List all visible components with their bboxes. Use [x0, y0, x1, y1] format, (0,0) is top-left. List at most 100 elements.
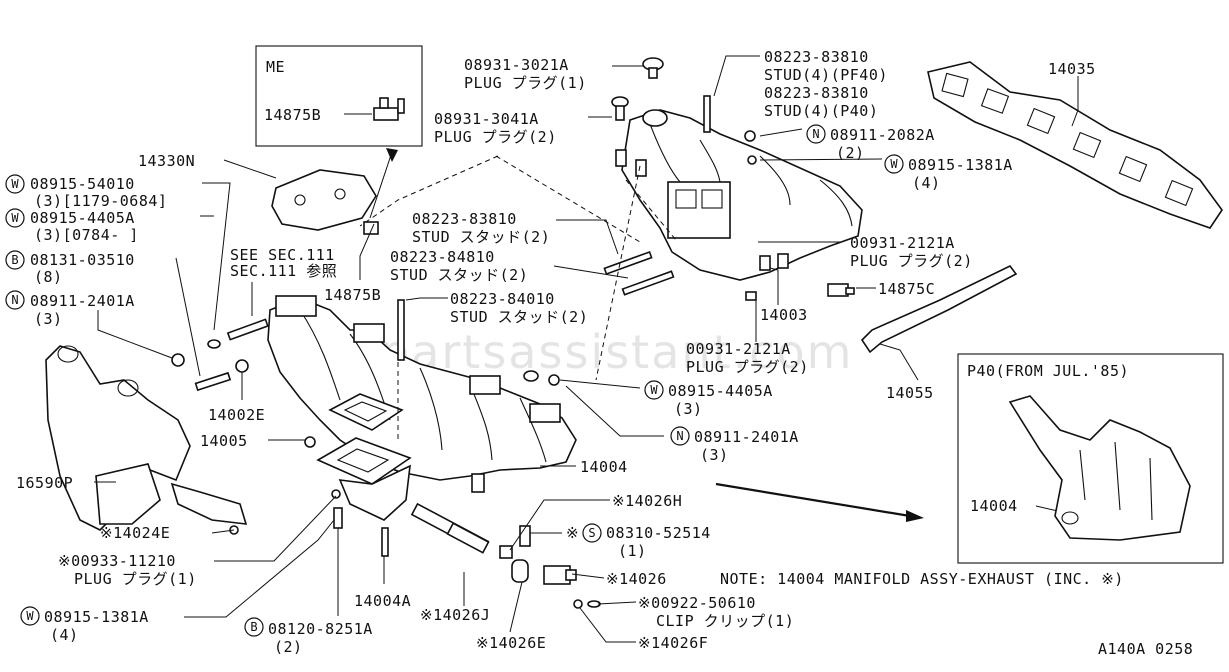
symbol-w-icon: [5, 174, 25, 194]
label-08931-3021A-desc: PLUG プラグ(1): [464, 74, 587, 92]
symbol-b-text: B: [250, 620, 257, 634]
plug-08931-3041A-icon: [611, 96, 629, 121]
symbol-n-icon: [5, 290, 25, 310]
label-08915-54010-qty: (3)[1179-0684]: [34, 192, 167, 210]
label-08223-84010: 08223-84010: [450, 290, 555, 308]
label-08120-8251A: 08120-8251A: [268, 620, 373, 638]
label-08223-83810-c-desc: STUD スタッド(2): [412, 228, 550, 246]
label-08911-2401A-left: 08911-2401A: [30, 292, 135, 310]
label-00933-11210-desc: PLUG プラグ(1): [74, 570, 197, 588]
stud-08223-84010-icon: [397, 299, 405, 361]
label-08915-4405A-left-qty: (3)[0784- ]: [34, 226, 139, 244]
arrow-p40-head: [906, 510, 924, 522]
label-00931-2121A-b: 00931-2121A: [686, 340, 791, 358]
label-08223-84010-desc: STUD スタッド(2): [450, 308, 588, 326]
label-14330N: 14330N: [138, 152, 195, 170]
label-14024E: ※14024E: [100, 524, 170, 542]
label-16590P: 16590P: [16, 474, 73, 492]
symbol-b-icon: [5, 250, 25, 270]
heat-shield-14330N-icon: [271, 169, 377, 231]
stud-08223-84810-icon: [621, 270, 675, 296]
symbol-n-text: N: [676, 429, 683, 443]
label-00922-50610-desc: CLIP クリップ(1): [656, 612, 794, 630]
intake-manifold: [615, 109, 863, 281]
label-08931-3041A-desc: PLUG プラグ(2): [434, 128, 557, 146]
symbol-w-text: W: [11, 211, 19, 225]
sensor-14875C-icon: [827, 283, 855, 297]
label-14026: ※14026: [606, 570, 667, 588]
washer-08915-1381A-icon: [747, 155, 757, 165]
adapter-plate: [316, 437, 412, 521]
bracket-14024E-icon: [170, 482, 248, 535]
washer-14005-icon: [304, 436, 316, 448]
label-14026E: ※14026E: [476, 634, 546, 652]
symbol-s-icon: [582, 523, 602, 543]
label-00922-50610: ※00922-50610: [638, 594, 756, 612]
label-08223-83810-b: 08223-83810: [764, 84, 869, 102]
stud-08223-83810-b-icon: [603, 250, 653, 276]
symbol-n-text: N: [11, 293, 18, 307]
see-sec-line1: SEE SEC.111: [230, 246, 335, 264]
exhaust-manifold: [267, 295, 577, 493]
hose-14026F-icon: [573, 599, 583, 609]
label-08310-52514: 08310-52514: [606, 524, 711, 542]
stud-14004A-icon: [381, 527, 389, 557]
watermark: partsassistant.com: [380, 325, 853, 379]
label-08911-2401A-right: 08911-2401A: [694, 428, 799, 446]
label-14875C: 14875C: [878, 280, 935, 298]
symbol-w-icon: [20, 606, 40, 626]
gasket-14035: [927, 61, 1223, 229]
label-00931-2121A-a: 00931-2121A: [850, 234, 955, 252]
bolt-08131-03510-icon: [194, 371, 232, 392]
plug-08931-3021A-icon: [642, 57, 664, 79]
label-14004A: 14004A: [354, 592, 411, 610]
label-08131-03510-qty: (8): [34, 268, 63, 286]
label-08915-1381A-left: 08915-1381A: [44, 608, 149, 626]
gasket-14005-icon: [328, 393, 404, 431]
manifold-p40-icon: [1008, 395, 1191, 541]
label-14005: 14005: [200, 432, 248, 450]
bolt-08120-8251A-icon: [333, 507, 343, 529]
plug-00933-11210-icon: [331, 489, 341, 499]
bolt-08310-52514-icon: [519, 525, 531, 547]
label-08223-84810-desc: STUD スタッド(2): [390, 266, 528, 284]
label-08310-52514-mark: ※: [566, 524, 579, 542]
label-00933-11210: ※00933-11210: [58, 552, 176, 570]
see-sec-line2: SEC.111 参照: [230, 262, 337, 280]
label-08931-3021A: 08931-3021A: [464, 56, 569, 74]
label-08931-3041A: 08931-3041A: [434, 110, 539, 128]
symbol-w-icon: [5, 208, 25, 228]
label-08310-52514-qty: (1): [618, 542, 647, 560]
label-08223-84810: 08223-84810: [390, 248, 495, 266]
label-08911-2082A: 08911-2082A: [830, 126, 935, 144]
label-08915-4405A-left: 08915-4405A: [30, 209, 135, 227]
washer-08915-54010-icon: [207, 339, 221, 349]
hose-14055-icon: [860, 264, 1018, 354]
symbol-w-text: W: [890, 157, 898, 171]
label-08223-83810-a: 08223-83810: [764, 48, 869, 66]
valve-14026-icon: [543, 565, 577, 585]
symbol-s-text: S: [588, 526, 595, 540]
label-00931-2121A-a-desc: PLUG プラグ(2): [850, 252, 973, 270]
arrow-me: [386, 148, 398, 162]
label-14004: 14004: [580, 458, 628, 476]
nut-08911-2401A-b-icon: [171, 353, 185, 367]
inset-me-title: ME: [266, 58, 285, 76]
heat-shield-16590P-icon: [45, 345, 191, 531]
label-14026H: ※14026H: [612, 492, 682, 510]
spacer-14002E-icon: [235, 359, 249, 373]
label-stud-pf40: STUD(4)(PF40): [764, 66, 888, 84]
label-08915-4405A-right: 08915-4405A: [668, 382, 773, 400]
label-08915-1381A-top: 08915-1381A: [908, 156, 1013, 174]
label-08223-83810-c: 08223-83810: [412, 210, 517, 228]
inset-me-part: 14875B: [264, 106, 321, 124]
label-stud-p40: STUD(4)(P40): [764, 102, 878, 120]
note-manifold-assy: NOTE: 14004 MANIFOLD ASSY-EXHAUST (INC. …: [720, 570, 1124, 588]
label-08915-54010: 08915-54010: [30, 175, 135, 193]
label-14026F: ※14026F: [638, 634, 708, 652]
label-14035: 14035: [1048, 60, 1096, 78]
nut-08911-2082A-icon: [744, 130, 756, 142]
symbol-w-text: W: [26, 609, 34, 623]
inset-me-box: [255, 45, 423, 147]
label-08915-4405A-right-qty: (3): [674, 400, 703, 418]
